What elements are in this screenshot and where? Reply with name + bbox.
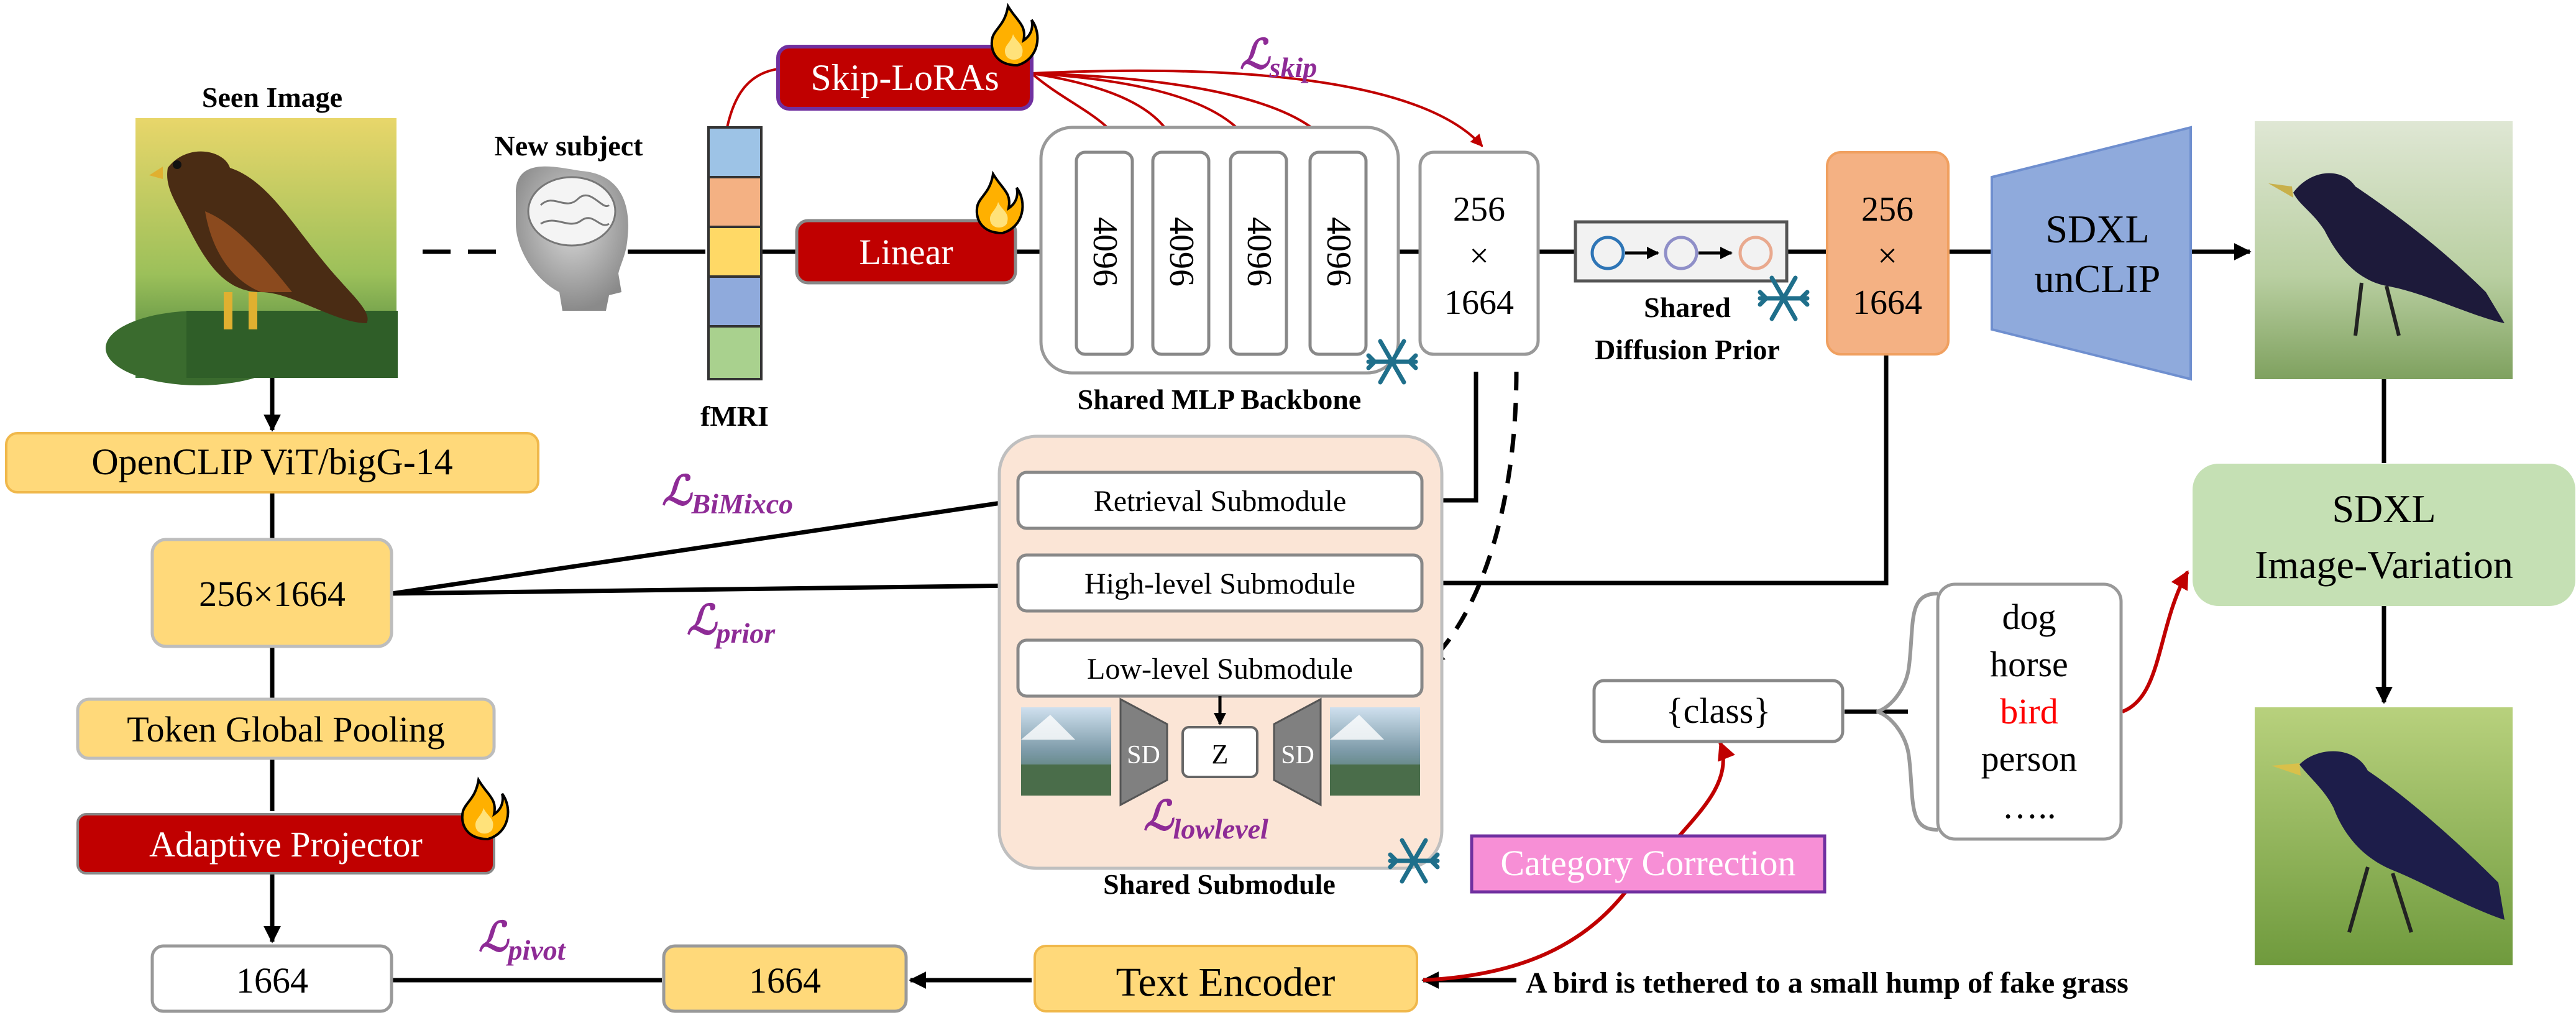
- fmri-vector: [707, 126, 763, 380]
- class-list-box: [1936, 582, 2123, 841]
- prior-latent-box: [1826, 151, 1950, 356]
- text-encoder-label: Text Encoder: [1116, 960, 1336, 1005]
- pivot-box-mid: [662, 944, 908, 1013]
- low-level-autoencoder: [1021, 696, 1420, 807]
- loss-bimixco: ℒBiMixco: [662, 469, 793, 520]
- seen-image-hawk: [106, 118, 398, 385]
- category-correction-box: [1470, 834, 1827, 894]
- new-subject-title: New subject: [495, 130, 644, 162]
- snowflake-icon: [1366, 339, 1418, 385]
- high-level-label: High-level Submodule: [1084, 567, 1355, 600]
- seen-image-title: Seen Image: [202, 81, 342, 113]
- sd-encoder-label: SD: [1127, 741, 1160, 769]
- sd-decoder-label: SD: [1281, 741, 1314, 769]
- sdxl-unclip-label-2: unCLIP: [2035, 257, 2161, 301]
- latent-bottom: 1664: [1444, 283, 1514, 322]
- loss-prior: ℒprior: [687, 598, 776, 649]
- low-level-label: Low-level Submodule: [1087, 653, 1353, 686]
- latent-box: [1418, 150, 1540, 356]
- linear-box: [795, 219, 1017, 285]
- snowflake-icon: [1758, 275, 1810, 321]
- high-level-submodule: [1016, 553, 1424, 613]
- token-pooling-box: [76, 697, 496, 760]
- latent-top: 256: [1453, 190, 1505, 229]
- diffusion-prior-title-1: Shared: [1644, 292, 1731, 323]
- shared-submodule-title: Shared Submodule: [1103, 868, 1336, 900]
- mlp-dim-4: 4096: [1319, 217, 1358, 287]
- feature-box: [150, 538, 393, 648]
- class-person: person: [1981, 738, 2078, 779]
- category-correction-label: Category Correction: [1500, 843, 1795, 883]
- refined-image: [2255, 707, 2513, 965]
- adaptive-projector-label: Adaptive Projector: [149, 824, 423, 865]
- retrieval-submodule: [1016, 471, 1424, 530]
- prior-latent-top: 256: [1861, 190, 1914, 229]
- prior-latent-bottom: 1664: [1853, 283, 1922, 322]
- sdxl-variation-label-1: SDXL: [2332, 487, 2436, 531]
- mlp-dim-3: 4096: [1240, 217, 1278, 287]
- snowflake-icon: [1388, 838, 1440, 884]
- retrieval-label: Retrieval Submodule: [1094, 485, 1347, 518]
- diffusion-prior-box: [1574, 220, 1789, 283]
- reconstructed-image: [2255, 121, 2513, 379]
- class-box-label: {class}: [1666, 691, 1771, 731]
- sdxl-unclip-decoder: [1991, 126, 2192, 381]
- latent-z-label: Z: [1212, 739, 1229, 769]
- openclip-box: [5, 432, 539, 494]
- mlp-backbone-title: Shared MLP Backbone: [1078, 383, 1362, 415]
- class-brace: [1876, 592, 1938, 832]
- diffusion-prior-circles: [1590, 236, 1773, 270]
- dashed-latent-arrow: [1426, 371, 1519, 666]
- pivot-box-left: [150, 944, 393, 1013]
- fire-icon: [990, 2, 1039, 67]
- feature-box-label: 256×1664: [199, 574, 346, 614]
- openclip-label: OpenCLIP ViT/bigG-14: [91, 441, 452, 482]
- class-dog: dog: [2002, 597, 2056, 637]
- bird-to-variation-arrow: [2121, 570, 2189, 714]
- class-horse: horse: [1990, 644, 2068, 684]
- fire-icon: [461, 776, 510, 841]
- fire-icon: [975, 170, 1024, 235]
- prior-latent-times: ×: [1877, 237, 1897, 275]
- skip-loras-label: Skip-LoRAs: [810, 57, 999, 98]
- fmri-title: fMRI: [700, 400, 769, 432]
- class-ellipsis: …..: [2002, 786, 2056, 826]
- latent-times: ×: [1469, 237, 1489, 275]
- mlp-dim-2: 4096: [1162, 217, 1201, 287]
- loss-pivot: ℒpivot: [479, 915, 566, 966]
- pivot-box-left-label: 1664: [236, 960, 308, 1001]
- mlp-layers: [1075, 150, 1368, 356]
- pivot-box-mid-label: 1664: [749, 960, 821, 1001]
- loss-lowlevel: ℒlowlevel: [1144, 794, 1268, 845]
- brain-head-icon: [516, 166, 628, 311]
- skip-loras-box: [776, 45, 1034, 111]
- sdxl-unclip-label-1: SDXL: [2045, 207, 2149, 251]
- mlp-dim-1: 4096: [1086, 217, 1124, 287]
- caption-correction-curve: [1423, 869, 1643, 982]
- adaptive-projector-box: [76, 813, 495, 875]
- token-pooling-label: Token Global Pooling: [127, 709, 444, 750]
- loss-skip: ℒskip: [1240, 32, 1317, 83]
- sdxl-variation-box: [2193, 464, 2575, 606]
- diffusion-prior-title-2: Diffusion Prior: [1595, 334, 1780, 365]
- linear-label: Linear: [859, 232, 953, 272]
- class-box: [1592, 679, 1845, 743]
- sdxl-variation-label-2: Image-Variation: [2255, 543, 2513, 587]
- text-encoder-box: [1034, 945, 1418, 1012]
- caption-text: A bird is tethered to a small hump of fa…: [1526, 966, 2129, 999]
- class-bird: bird: [2000, 691, 2058, 732]
